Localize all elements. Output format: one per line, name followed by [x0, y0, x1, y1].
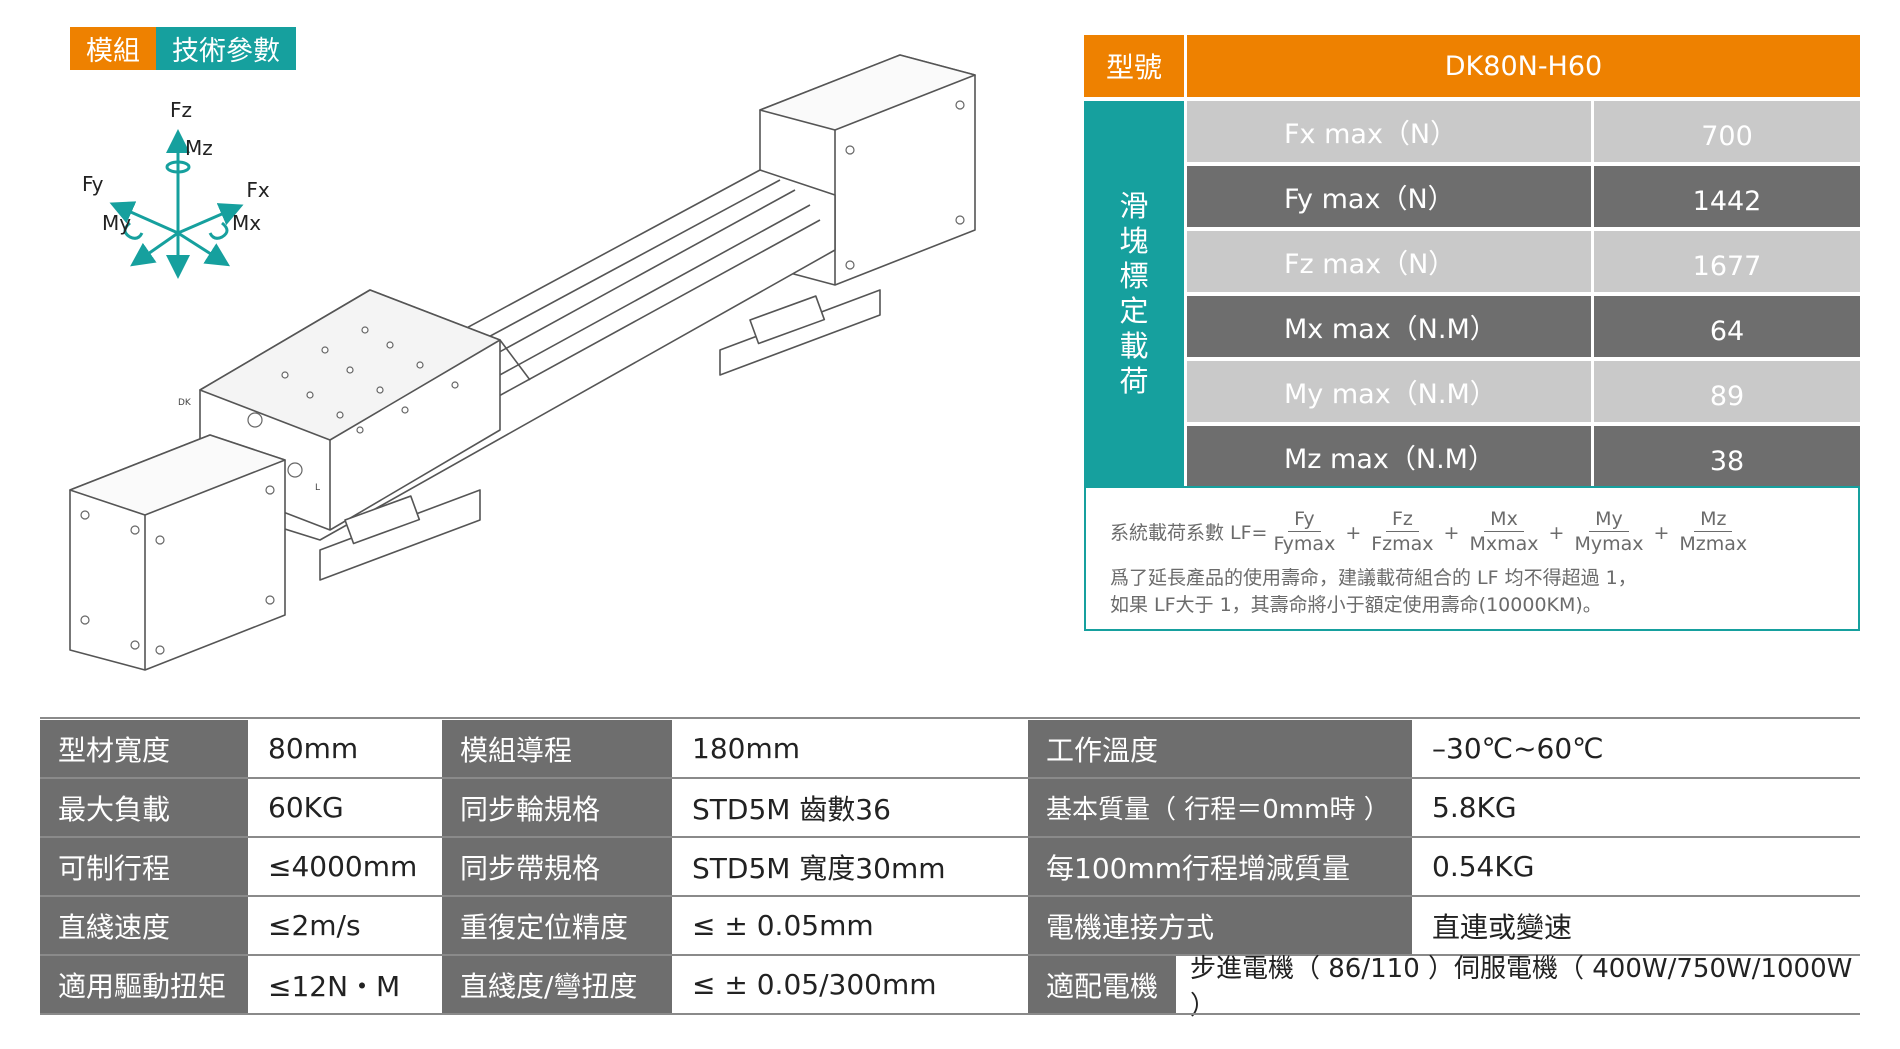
spec-label: 模組導程	[442, 720, 672, 777]
side-char: 載	[1119, 328, 1149, 363]
note-line-2: 如果 LF大于 1，其壽命將小于額定使用壽命(10000KM)。	[1110, 594, 1602, 616]
load-name: My max（N.M）	[1187, 361, 1591, 422]
rated-load-side-label: 滑 塊 標 定 載 荷	[1084, 101, 1184, 486]
spec-value: ≤ ± 0.05/300mm	[674, 956, 1026, 1013]
linear-module-drawing: DK L	[69, 54, 976, 671]
load-name: Mz max（N.M）	[1187, 426, 1591, 487]
spec-value: 80mm	[250, 720, 440, 777]
spec-value: 0.54KG	[1414, 838, 1860, 895]
load-name: Fz max（N）	[1187, 231, 1591, 292]
side-char: 定	[1119, 293, 1149, 328]
load-row-fx: Fx max（N） 700	[1187, 101, 1860, 162]
side-char: 標	[1119, 258, 1149, 293]
fy-axis-down	[130, 231, 179, 267]
spec-value: 步進電機（ 86/110 ）伺服電機（ 400W/750W/1000W ）	[1178, 954, 1860, 1021]
load-value: 1442	[1594, 166, 1860, 227]
spec-label: 最大負載	[40, 779, 248, 836]
carriage-mark-l: L	[315, 483, 320, 493]
badge-module: 模組	[70, 27, 156, 70]
spec-value: ≤ ± 0.05mm	[674, 897, 1026, 954]
spec-row: 適用驅動扭矩 ≤12N・M 直綫度/彎扭度 ≤ ± 0.05/300mm 適配電…	[40, 954, 1860, 1021]
spec-label: 重復定位精度	[442, 897, 672, 954]
spec-label: 同步帶規格	[442, 838, 672, 895]
spec-row: 直綫速度 ≤2m/s 重復定位精度 ≤ ± 0.05mm 電機連接方式 直連或變…	[40, 897, 1860, 954]
spec-row: 型材寬度 80mm 模組導程 180mm 工作溫度 –30℃~60℃	[40, 720, 1860, 777]
load-row-my: My max（N.M） 89	[1187, 361, 1860, 422]
fx-axis-down	[177, 231, 231, 267]
spec-value: 直連或變速	[1414, 897, 1860, 954]
spec-label: 同步輪規格	[442, 779, 672, 836]
load-row-fy: Fy max（N） 1442	[1187, 166, 1860, 227]
spec-value: ≤12N・M	[250, 956, 440, 1013]
carriage-mark-dk: DK	[178, 398, 192, 408]
load-axes-diagram: Fz Mz Fy Fx My Mx	[82, 98, 270, 279]
note-line-1: 爲了延長產品的使用壽命，建議載荷組合的 LF 均不得超過 1，	[1110, 567, 1637, 589]
side-char: 荷	[1119, 363, 1149, 398]
load-value: 64	[1594, 296, 1860, 357]
spec-value: STD5M 齒數36	[674, 779, 1026, 836]
side-char: 塊	[1119, 223, 1149, 258]
spec-label: 型材寬度	[40, 720, 248, 777]
model-label-cell: 型號	[1084, 35, 1184, 97]
spec-value: 5.8KG	[1414, 779, 1860, 836]
plus-sign: +	[1443, 521, 1460, 544]
section-badge: 模組 技術參數	[70, 27, 296, 70]
spec-row: 最大負載 60KG 同步輪規格 STD5M 齒數36 基本質量（ 行程＝0mm時…	[40, 779, 1860, 836]
badge-tech-params: 技術參數	[156, 27, 296, 70]
plus-sign: +	[1548, 521, 1565, 544]
formula-label: 系統載荷系數 LF=	[1110, 522, 1268, 544]
load-value: 700	[1594, 101, 1860, 162]
fy-label: Fy	[82, 172, 104, 196]
side-char: 滑	[1119, 188, 1149, 223]
spec-label: 可制行程	[40, 838, 248, 895]
load-value: 89	[1594, 361, 1860, 422]
spec-row: 可制行程 ≤4000mm 同步帶規格 STD5M 寬度30mm 每100mm行程…	[40, 838, 1860, 895]
spec-label: 適用驅動扭矩	[40, 956, 248, 1013]
load-value: 38	[1594, 426, 1860, 487]
spec-value: ≤2m/s	[250, 897, 440, 954]
spec-value: STD5M 寬度30mm	[674, 838, 1026, 895]
spec-value: –30℃~60℃	[1414, 720, 1860, 777]
mz-rotation-icon	[165, 160, 191, 174]
spec-label: 每100mm行程增減質量	[1028, 838, 1412, 895]
fx-label: Fx	[246, 178, 270, 202]
my-rotation-icon	[123, 221, 144, 240]
fy-axis	[109, 201, 179, 235]
spec-value: ≤4000mm	[250, 838, 440, 895]
load-value: 1677	[1594, 231, 1860, 292]
mx-label: Mx	[232, 211, 261, 235]
spec-label: 工作溫度	[1028, 720, 1412, 777]
mz-label: Mz	[185, 136, 213, 160]
model-value-cell: DK80N-H60	[1187, 35, 1860, 97]
mx-rotation-icon	[208, 221, 229, 240]
load-row-mz: Mz max（N.M） 38	[1187, 426, 1860, 487]
spec-value: 60KG	[250, 779, 440, 836]
spec-label: 電機連接方式	[1028, 897, 1412, 954]
load-name: Fy max（N）	[1187, 166, 1591, 227]
load-name: Fx max（N）	[1187, 101, 1591, 162]
spec-label: 基本質量（ 行程＝0mm時 ）	[1028, 779, 1412, 836]
fz-label: Fz	[170, 98, 192, 122]
spec-label: 適配電機	[1028, 956, 1176, 1013]
load-name: Mx max（N.M）	[1187, 296, 1591, 357]
plus-sign: +	[1653, 521, 1670, 544]
spec-label: 直綫速度	[40, 897, 248, 954]
plus-sign: +	[1345, 521, 1362, 544]
fx-axis	[177, 203, 244, 235]
spec-label: 直綫度/彎扭度	[442, 956, 672, 1013]
load-row-fz: Fz max（N） 1677	[1187, 231, 1860, 292]
spec-value: 180mm	[674, 720, 1026, 777]
load-row-mx: Mx max（N.M） 64	[1187, 296, 1860, 357]
my-label: My	[102, 211, 131, 235]
